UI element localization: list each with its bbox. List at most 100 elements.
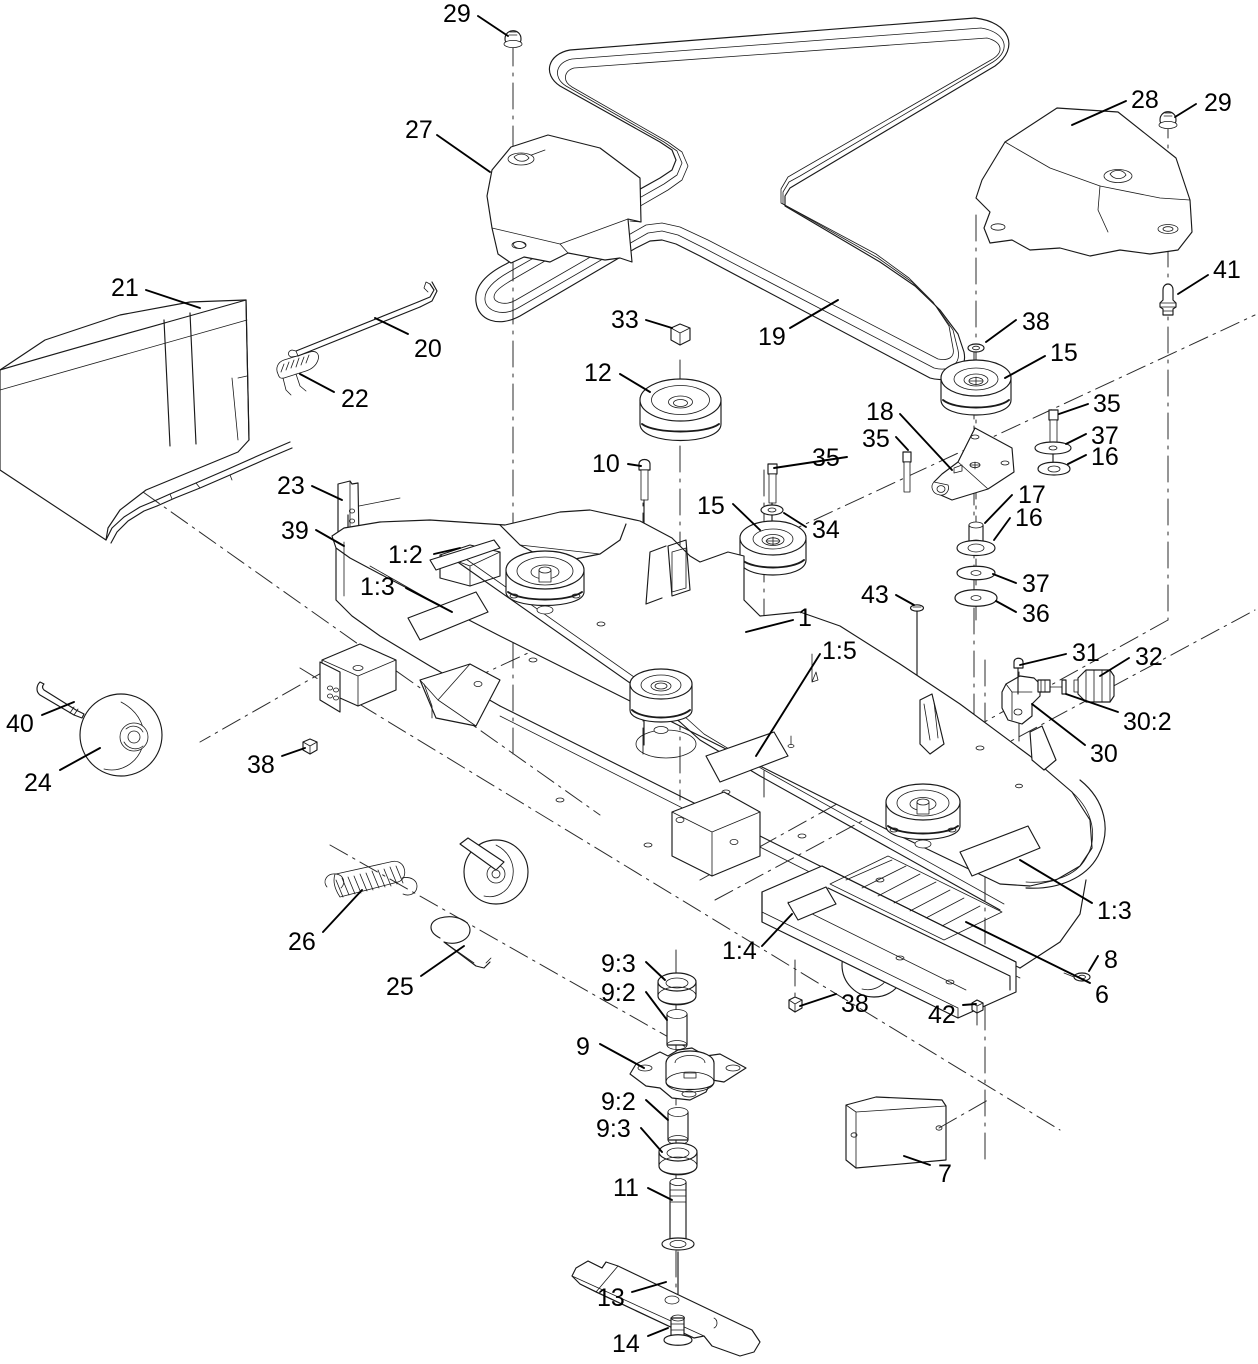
part-40-roller-pin — [36, 681, 85, 719]
callout-6: 6 — [1095, 981, 1109, 1009]
callout-35-center: 35 — [812, 444, 840, 472]
part-28-belt-cover-right — [975, 107, 1193, 257]
callout-41: 41 — [1213, 256, 1241, 284]
part-25-spring-rod-hook — [430, 916, 492, 969]
callout-33: 33 — [611, 306, 639, 334]
callout-9-2-upper: 9:2 — [601, 979, 636, 1007]
part-16-washer-right — [1037, 461, 1071, 476]
callout-1-2: 1:2 — [388, 541, 423, 569]
callout-26: 26 — [288, 928, 316, 956]
callout-17: 17 — [1018, 481, 1046, 509]
part-9-3-bearing-lower — [658, 1142, 698, 1176]
part-12-drive-pulley — [639, 378, 722, 442]
callout-9-3-upper: 9:3 — [601, 950, 636, 978]
part-8-screw-flange-head — [1063, 972, 1091, 982]
callout-16-upper: 16 — [1091, 443, 1119, 471]
part-34-washer — [760, 504, 784, 516]
callout-16-lower: 16 — [1015, 504, 1043, 532]
callout-8: 8 — [1104, 946, 1118, 974]
callout-34: 34 — [812, 516, 840, 544]
callout-28: 28 — [1131, 86, 1159, 114]
part-37-washer-thin — [956, 565, 996, 581]
callout-24: 24 — [24, 769, 52, 797]
callout-22: 22 — [341, 385, 369, 413]
callout-37-upper: 37 — [1091, 422, 1119, 450]
deck-spindle-center — [629, 668, 693, 734]
callout-14: 14 — [612, 1330, 640, 1358]
part-22-torsion-spring — [276, 351, 319, 396]
callout-25: 25 — [386, 973, 414, 1001]
callout-23: 23 — [277, 472, 305, 500]
callout-30: 30 — [1090, 740, 1118, 768]
part-1-4-decal — [787, 886, 837, 921]
part-11-spindle-shaft — [661, 1178, 695, 1295]
callout-9-3-lower: 9:3 — [596, 1115, 631, 1143]
part-15-idler-pulley-upper-right — [940, 359, 1012, 416]
part-35-hex-bolt-left — [902, 451, 912, 493]
callout-42: 42 — [928, 1001, 956, 1029]
leader-lines — [41, 15, 1209, 1337]
callout-29: 29 — [443, 0, 471, 28]
callout-27: 27 — [405, 116, 433, 144]
callout-32: 32 — [1135, 643, 1163, 671]
callout-31: 31 — [1072, 639, 1100, 667]
callout-7: 7 — [938, 1160, 952, 1188]
part-38-lock-nut-upper — [967, 343, 985, 353]
part-9-2-spacer-upper — [666, 1009, 688, 1050]
part-38-lock-nut-deck-rear — [302, 738, 318, 755]
part-15-idler-pulley-center — [739, 520, 807, 576]
callout-30-2: 30:2 — [1123, 708, 1172, 736]
part-1-mower-deck-assembly — [331, 509, 1106, 979]
part-36-large-flat-washer — [954, 589, 998, 607]
callout-1: 1 — [798, 604, 812, 632]
part-24-anti-scalp-roller — [79, 693, 163, 777]
part-16-flat-washer — [956, 539, 996, 557]
callout-35-right: 35 — [1093, 390, 1121, 418]
part-27-belt-cover-left — [486, 134, 642, 264]
callout-1-5: 1:5 — [822, 637, 857, 665]
callout-38-lower: 38 — [841, 990, 869, 1018]
callout-9: 9 — [576, 1033, 590, 1061]
part-19-v-belt — [475, 17, 1010, 381]
callout-35-left: 35 — [862, 425, 890, 453]
callout-29-right: 29 — [1204, 89, 1232, 117]
part-14-blade-bolt — [663, 1314, 693, 1346]
part-20-deflector-rod — [288, 281, 438, 358]
part-42-nut — [971, 999, 984, 1014]
callout-1-4: 1:4 — [722, 937, 757, 965]
callout-37-lower: 37 — [1022, 570, 1050, 598]
callout-15-upper: 15 — [1050, 339, 1078, 367]
callout-13: 13 — [597, 1284, 625, 1312]
deck-spindle-right — [885, 783, 961, 849]
part-33-lock-nut-pulley — [670, 323, 691, 346]
callout-40: 40 — [6, 710, 34, 738]
callout-38-rear: 38 — [247, 751, 275, 779]
part-26-extension-spring — [324, 860, 418, 898]
part-30-2-fitting-pin — [1049, 679, 1067, 695]
part-7-deflector-baffle — [845, 1096, 989, 1169]
callout-36: 36 — [1022, 600, 1050, 628]
part-9-3-bearing-upper — [657, 972, 697, 1006]
deck-spindle-rear-left — [505, 550, 585, 615]
part-29-knob-fastener-right — [1158, 111, 1178, 130]
callout-21: 21 — [111, 274, 139, 302]
part-9-spindle-housing — [629, 1047, 747, 1101]
callout-39: 39 — [281, 517, 309, 545]
callout-1-3-right: 1:3 — [1097, 897, 1132, 925]
part-9-2-spacer-lower — [667, 1107, 689, 1145]
part-18-idler-arm-bracket — [931, 427, 1015, 501]
callout-18: 18 — [866, 398, 894, 426]
part-29-knob-fastener-left — [503, 30, 523, 49]
callout-1-3-left: 1:3 — [360, 573, 395, 601]
part-38-lock-nut-center-bottom — [788, 996, 803, 1013]
deck-brackets — [319, 643, 1057, 877]
callout-12: 12 — [584, 359, 612, 387]
callout-10: 10 — [592, 450, 620, 478]
part-37-washer-right — [1034, 441, 1072, 455]
callout-15-center: 15 — [697, 492, 725, 520]
part-30-grease-fitting-block — [1001, 675, 1051, 725]
deck-roller-left — [459, 837, 529, 905]
part-21-grass-deflector-shield — [0, 299, 293, 544]
